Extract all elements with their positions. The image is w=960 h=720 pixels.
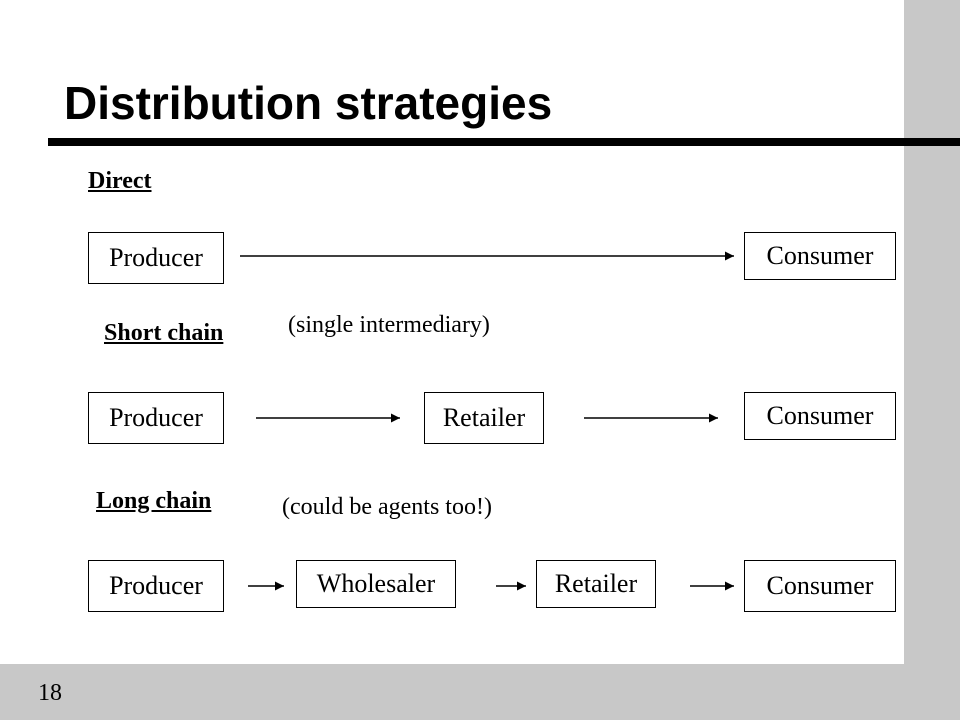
short-chain-note: (single intermediary) [288,312,490,338]
section-label-direct: Direct [88,168,152,194]
long-chain-wholesaler-node: Wholesaler [296,560,456,608]
short-chain-producer-node: Producer [88,392,224,444]
direct-producer-node: Producer [88,232,224,284]
page-number: 18 [38,680,62,706]
slide-title: Distribution strategies [64,77,553,129]
long-chain-retailer-node: Retailer [536,560,656,608]
direct-consumer-node: Consumer [744,232,896,280]
bottom-decorative-band [0,664,960,720]
long-chain-note: (could be agents too!) [282,494,492,520]
title-underline-rule [48,138,960,146]
section-label-long-chain: Long chain [96,488,212,514]
right-decorative-band [904,0,960,720]
short-chain-retailer-node: Retailer [424,392,544,444]
long-chain-consumer-node: Consumer [744,560,896,612]
section-label-short-chain: Short chain [104,320,224,346]
short-chain-consumer-node: Consumer [744,392,896,440]
long-chain-producer-node: Producer [88,560,224,612]
